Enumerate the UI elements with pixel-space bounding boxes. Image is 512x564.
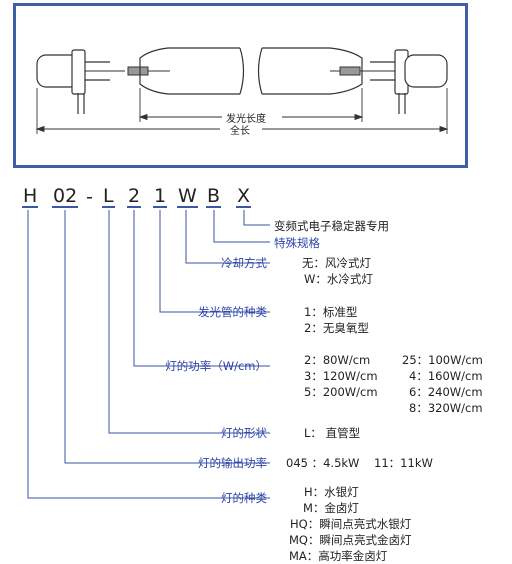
shape-val: ： 直管型 bbox=[310, 426, 361, 440]
power-row-2-b: 6：240W/cm bbox=[409, 384, 483, 400]
kind-label: 灯的种类 bbox=[221, 491, 267, 505]
code-char-1: 1 bbox=[153, 185, 168, 208]
tube-opt-0-val: 标准型 bbox=[322, 305, 358, 319]
tube-opt-1-val: 无臭氧型 bbox=[322, 321, 369, 335]
cooling-opt-0-val: 风冷式灯 bbox=[325, 256, 371, 270]
power-key: 2 bbox=[304, 353, 312, 367]
dimension-lines bbox=[35, 88, 449, 134]
right-end-cap bbox=[370, 49, 448, 114]
lamp-drawing-frame bbox=[13, 3, 468, 168]
power-val: ：100W/cm bbox=[416, 353, 483, 367]
tube-label: 发光管的种类 bbox=[198, 305, 267, 319]
power-key: 3 bbox=[304, 369, 312, 383]
left-electrode bbox=[85, 66, 170, 76]
code-char-2: 2 bbox=[127, 185, 142, 208]
kind-key: HQ bbox=[290, 517, 308, 531]
tube-opt-0-key: 1 bbox=[304, 305, 312, 319]
special-label: 特殊规格 bbox=[274, 236, 320, 250]
power-val: ：320W/cm bbox=[416, 401, 483, 415]
kind-key: M bbox=[303, 501, 313, 515]
kind-opt-2: HQ：瞬间点亮式水银灯 bbox=[290, 516, 411, 532]
tube-opt-1-sep: ： bbox=[311, 321, 323, 335]
power-row-3-b: 8：320W/cm bbox=[409, 400, 483, 416]
kind-opt-0: H：水银灯 bbox=[304, 484, 359, 500]
kind-key: MA bbox=[289, 549, 307, 563]
code-char-w: W bbox=[177, 185, 198, 208]
leader-lines bbox=[27, 210, 270, 499]
tube-opt-1: 2：无臭氧型 bbox=[304, 320, 369, 336]
tube-opt-0-sep: ： bbox=[311, 305, 323, 319]
power-label: 灯的功率（W/cm） bbox=[165, 359, 267, 373]
code-char-l: L bbox=[102, 185, 115, 208]
cooling-opt-1-key: W bbox=[304, 272, 316, 286]
cooling-opt-1-sep: ： bbox=[315, 272, 327, 286]
cooling-opt-0-key: 无 bbox=[302, 256, 314, 270]
left-end-cap bbox=[36, 49, 110, 114]
power-val: ：200W/cm bbox=[311, 385, 378, 399]
output-desc: 045 ：4.5kW 11：11kW bbox=[286, 456, 433, 470]
power-key: 6 bbox=[409, 385, 417, 399]
power-val: ：160W/cm bbox=[416, 369, 483, 383]
kind-sep: ： bbox=[306, 549, 319, 563]
shape-opt: L： 直管型 bbox=[304, 425, 360, 441]
right-electrode bbox=[330, 66, 395, 76]
power-row-1-a: 3：120W/cm bbox=[304, 368, 378, 384]
kind-opt-1: M：金卤灯 bbox=[303, 500, 359, 516]
cooling-opt-0: 无：风冷式灯 bbox=[302, 255, 371, 271]
power-key: 4 bbox=[409, 369, 417, 383]
kind-opt-3: MQ：瞬间点亮式金卤灯 bbox=[289, 532, 411, 548]
code-char-dash: - bbox=[86, 186, 93, 208]
cooling-opt-0-sep: ： bbox=[313, 256, 326, 270]
kind-sep: ： bbox=[312, 501, 325, 515]
shape-label: 灯的形状 bbox=[221, 426, 267, 440]
kind-key: MQ bbox=[289, 533, 308, 547]
power-key: 5 bbox=[304, 385, 312, 399]
tube-opt-0: 1：标准型 bbox=[304, 304, 357, 320]
kind-val: 瞬间点亮式金卤灯 bbox=[319, 533, 412, 547]
power-row-1-b: 4：160W/cm bbox=[409, 368, 483, 384]
cooling-opt-1: W：水冷式灯 bbox=[304, 271, 373, 287]
power-row-2-a: 5：200W/cm bbox=[304, 384, 378, 400]
cooling-label: 冷却方式 bbox=[221, 256, 267, 270]
power-row-0-a: 2：80W/cm bbox=[304, 352, 370, 368]
kind-val: 高功率金卤灯 bbox=[318, 549, 388, 563]
kind-sep: ： bbox=[307, 517, 320, 531]
kind-key: H bbox=[304, 485, 313, 499]
kind-sep: ： bbox=[312, 485, 325, 499]
code-char-02: 02 bbox=[52, 185, 79, 208]
shape-key: L bbox=[304, 426, 311, 440]
power-key: 8 bbox=[409, 401, 417, 415]
kind-val: 水银灯 bbox=[324, 485, 359, 499]
output-label: 灯的输出功率 bbox=[198, 456, 267, 470]
power-row-0-b: 25：100W/cm bbox=[402, 352, 483, 368]
dim-outer-label: 全长 bbox=[230, 126, 250, 137]
x-suffix-desc: 变频式电子稳定器专用 bbox=[274, 219, 389, 233]
kind-opt-4: MA：高功率金卤灯 bbox=[289, 548, 387, 564]
left-tube bbox=[139, 47, 245, 95]
code-char-x: X bbox=[236, 185, 252, 208]
kind-sep: ： bbox=[307, 533, 320, 547]
power-key: 25 bbox=[402, 353, 417, 367]
cooling-opt-1-val: 水冷式灯 bbox=[326, 272, 373, 286]
code-char-b: B bbox=[206, 185, 222, 208]
dim-inner-label: 发光长度 bbox=[226, 114, 266, 125]
tube-opt-1-key: 2 bbox=[304, 321, 312, 335]
power-val: ：80W/cm bbox=[311, 353, 371, 367]
code-char-h: H bbox=[22, 185, 39, 208]
power-val: ：120W/cm bbox=[311, 369, 378, 383]
kind-val: 瞬间点亮式水银灯 bbox=[319, 517, 412, 531]
kind-val: 金卤灯 bbox=[324, 501, 359, 515]
power-val: ：240W/cm bbox=[416, 385, 483, 399]
